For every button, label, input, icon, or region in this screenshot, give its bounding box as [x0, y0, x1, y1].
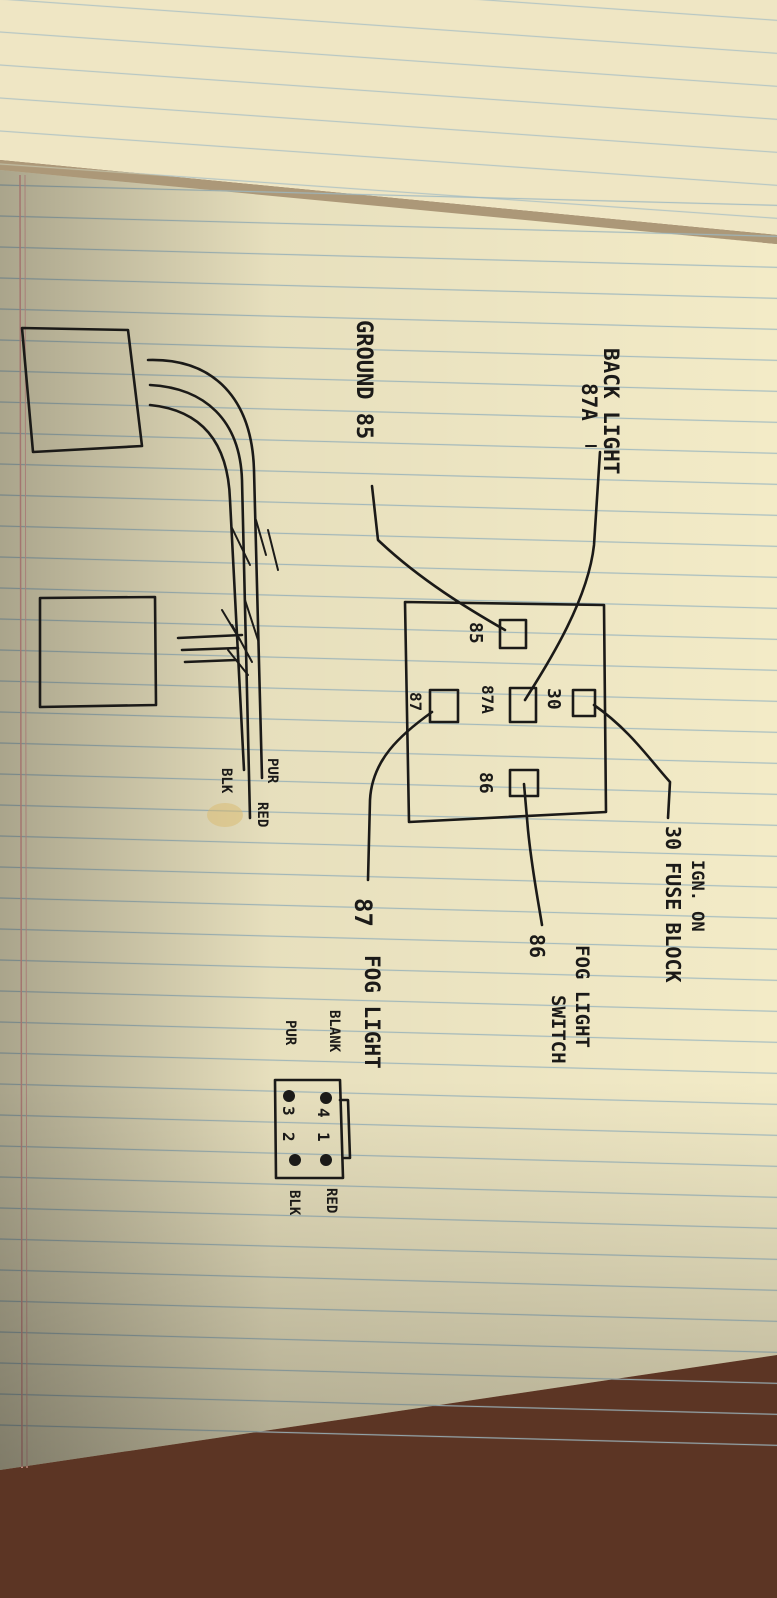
connector-pin-1: 1 — [314, 1132, 333, 1142]
connector-pin-3: 3 — [279, 1106, 298, 1116]
pin-label-85: 85 — [465, 622, 486, 644]
relay-pin-87 — [428, 688, 460, 724]
connector-red-label: RED — [323, 1188, 339, 1213]
connector-pin-3-dot — [283, 1090, 295, 1102]
connector-blank-label: BLANK — [326, 1010, 342, 1053]
connector-pin-4: 4 — [314, 1108, 333, 1118]
connector-pin-2: 2 — [279, 1132, 298, 1142]
wire-harness — [146, 358, 279, 820]
connector-blk-label: BLK — [286, 1190, 302, 1216]
connector-pinout — [273, 1078, 352, 1180]
ign-on-label: IGN. ON — [687, 860, 707, 932]
left-housing-box-bottom — [38, 595, 158, 709]
connector-pin-2-dot — [289, 1154, 301, 1166]
ground-label: GROUND 85 — [351, 320, 376, 439]
relay-pin-30 — [571, 688, 597, 718]
harness-red-label: RED — [254, 802, 270, 827]
pin-label-30: 30 — [543, 688, 564, 710]
connector-pin-4-dot — [320, 1092, 332, 1104]
pin-label-87a: 87A — [478, 685, 497, 714]
relay-wires — [366, 450, 672, 927]
harness-pur-label: PUR — [264, 758, 280, 784]
back-light-label: BACK LIGHT — [599, 348, 623, 474]
fog-switch-label-line2: SWITCH — [547, 995, 569, 1064]
fog-switch-pin-label: 86 — [525, 934, 549, 958]
relay-pin-85 — [498, 618, 528, 650]
fog-light-pin-label: 87 — [349, 898, 377, 927]
left-housing-box-top — [20, 326, 144, 454]
relay — [403, 600, 608, 824]
fog-light-label: FOG LIGHT — [360, 955, 384, 1069]
harness-blk-label: BLK — [218, 768, 234, 794]
connector-pur-label: PUR — [282, 1020, 298, 1046]
back-light-pin-label: 87A — [577, 383, 601, 421]
pin-label-87: 87 — [406, 692, 425, 711]
notebook-page — [0, 160, 777, 1471]
fog-switch-label-line1: FOG LIGHT — [571, 945, 593, 1048]
fuse-block-label: 30 FUSE BLOCK — [661, 826, 685, 983]
pin-label-86: 86 — [475, 772, 496, 794]
connector-pin-1-dot — [320, 1154, 332, 1166]
relay-pin-87a — [508, 686, 538, 724]
